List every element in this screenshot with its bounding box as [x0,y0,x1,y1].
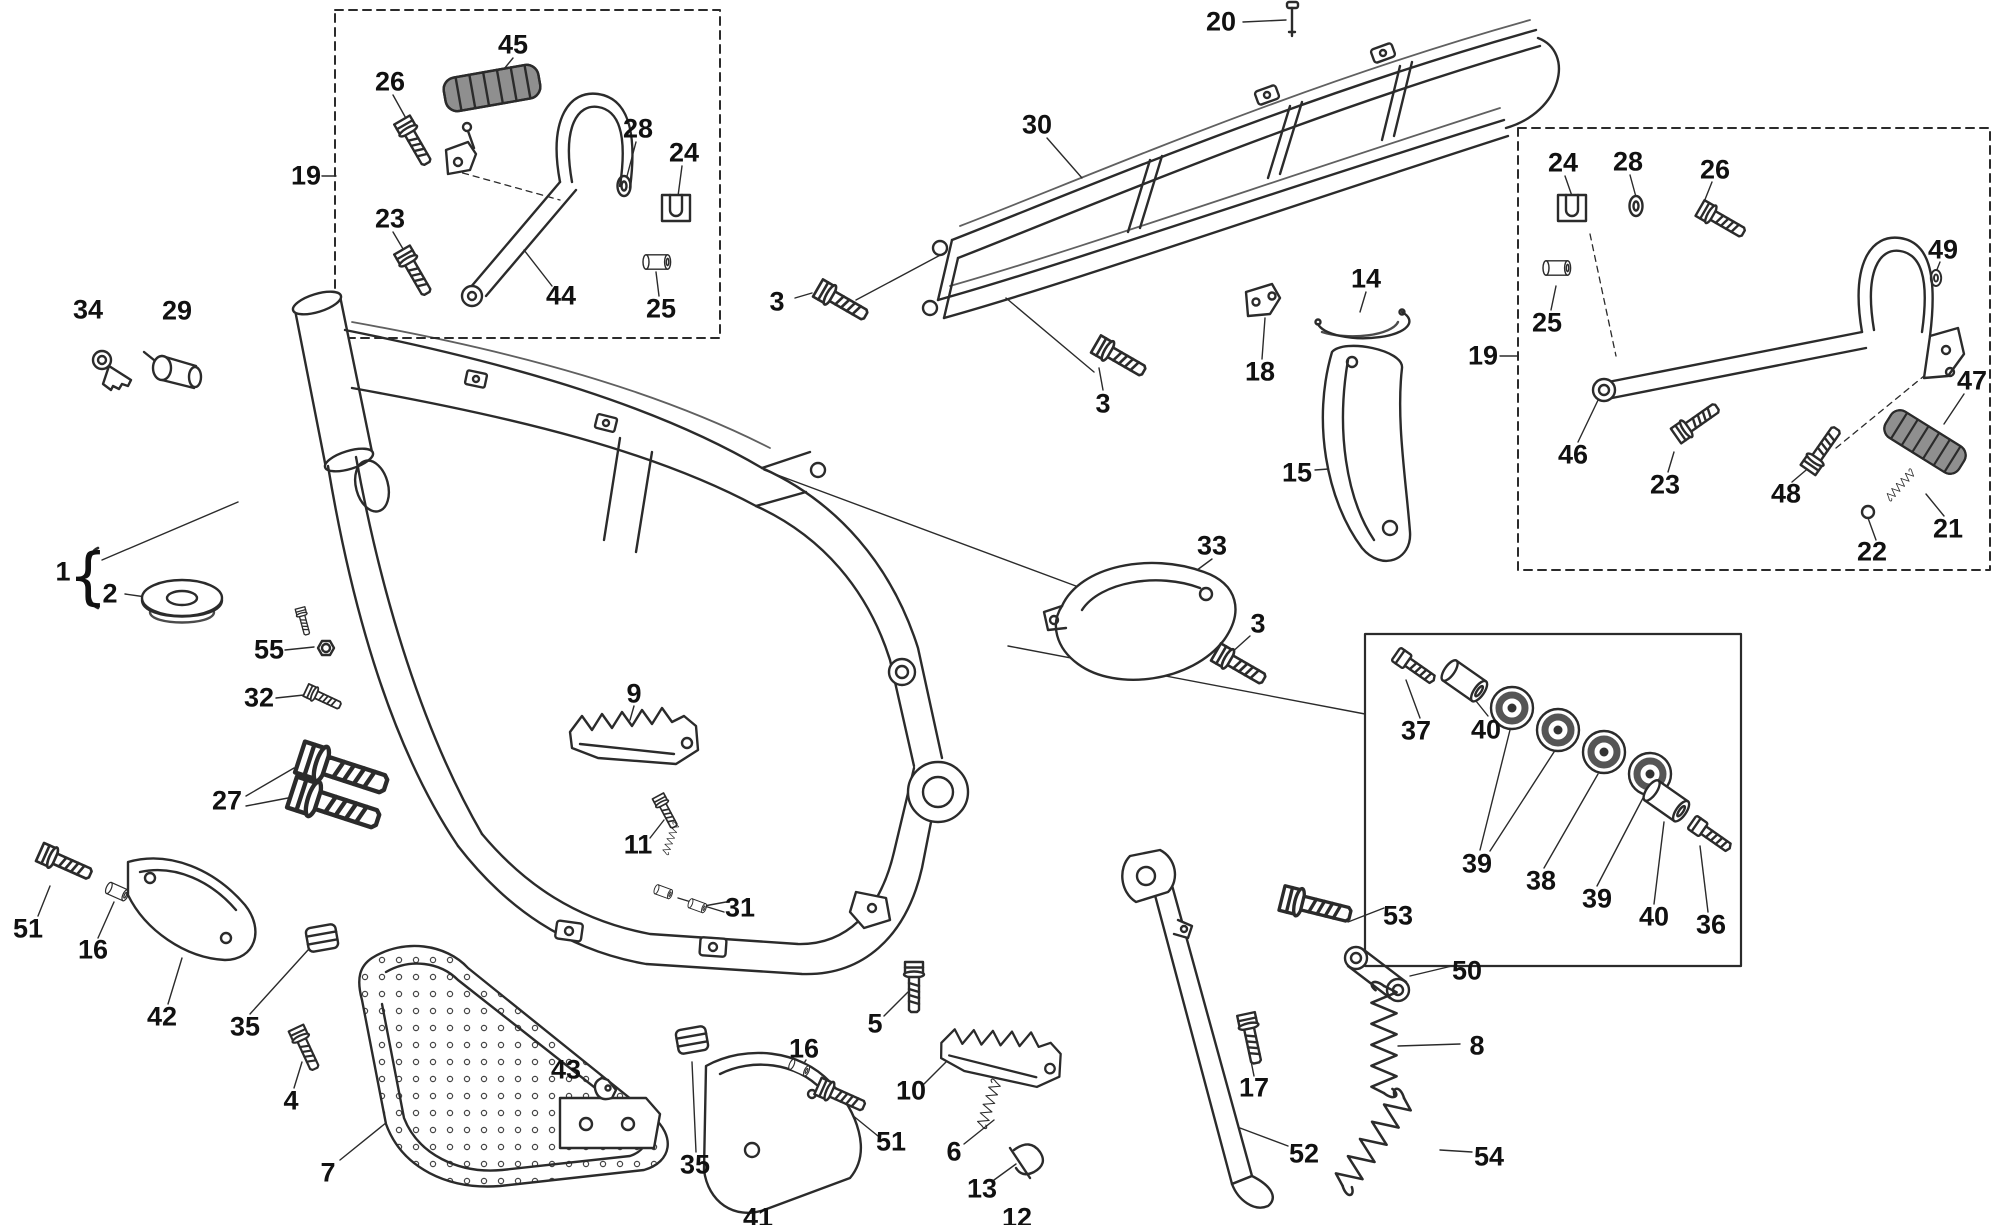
group-box-engine-mounts [1363,632,1743,968]
part-clip-13 [1008,1143,1045,1180]
part-pin-20 [1285,0,1300,38]
part-guard-42 [126,857,257,962]
part-footrest-left-group [392,61,692,308]
part-nut-55 [294,605,336,657]
part-spacer-16-left [103,880,131,903]
part-side-plate-41 [702,1051,862,1214]
part-mount-35-left [303,922,341,954]
part-guide-15 [1321,344,1412,562]
brace-1 [78,546,100,610]
part-pivot-bolt-53 [1276,882,1355,931]
part-bracket-18 [1244,282,1282,318]
part-footpeg-9 [568,706,700,766]
part-screw-4 [286,1023,325,1074]
part-mount-35-right [673,1024,711,1056]
part-bolt-51-left [34,840,97,886]
part-screw-32 [301,682,345,714]
part-bolts-27 [286,740,391,837]
part-guard-33 [1042,561,1237,681]
part-footpeg-10 [935,1019,1067,1091]
part-footrest-right-group [1542,193,1971,520]
part-spring-6 [975,1078,1003,1130]
part-mount-hardware [1390,646,1736,857]
group-box-footrest-right [1517,127,1991,571]
part-pin-spring-11 [650,791,682,856]
part-ring-14 [1314,308,1411,340]
part-side-stand-52 [1121,848,1274,1209]
assembly-axes [451,169,1947,449]
part-link-plate-50 [1343,945,1411,1003]
part-bolt-5 [902,960,926,1014]
part-skid-plate-7 [358,944,669,1188]
part-spring-54 [1328,1086,1418,1198]
part-lock-29 [142,350,203,390]
leader-lines [37,19,1965,1207]
part-frame [291,290,970,976]
group-box-footrest-left [334,9,721,339]
part-damper-2 [140,578,224,624]
part-subframe [921,19,1561,320]
part-clip-43 [593,1076,618,1101]
part-key-34 [91,349,133,392]
part-bolt-17 [1235,1010,1268,1067]
